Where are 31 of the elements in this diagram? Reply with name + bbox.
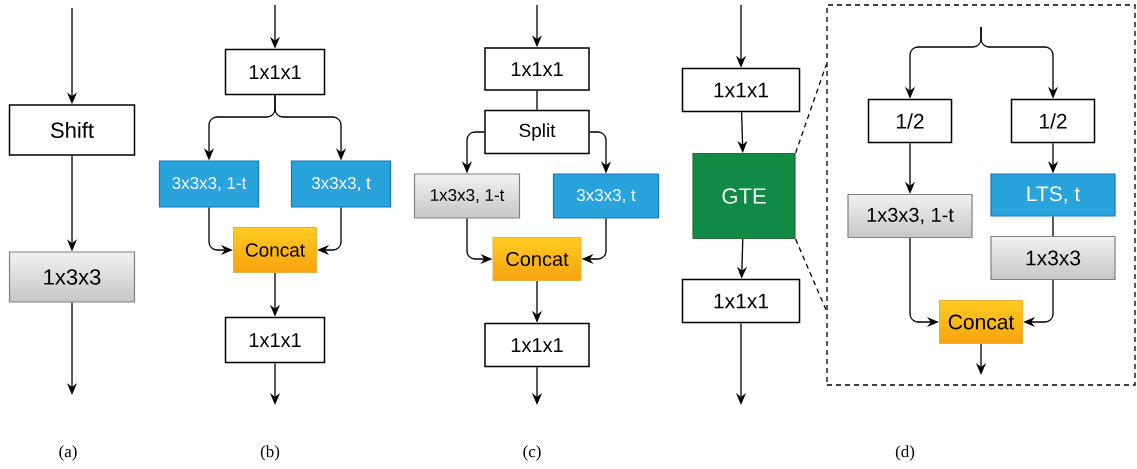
concat-box: Concat — [939, 300, 1023, 344]
dashed-line — [794, 63, 827, 154]
gte-box: GTE — [692, 152, 796, 240]
layer-box: 1x1x1 — [681, 278, 801, 324]
layer-box: 1x3x3 — [990, 235, 1116, 281]
panel-label: (a) — [59, 445, 77, 461]
connector-line — [1052, 215, 1054, 237]
layer-box: 1x3x3 — [8, 251, 136, 303]
layer-box: 3x3x3, 1-t — [158, 160, 260, 208]
layer-box: 1x1x1 — [681, 67, 801, 113]
concat-box: Concat — [492, 237, 582, 281]
layer-box: 1x1x1 — [484, 47, 590, 91]
layer-box: 1/2 — [867, 98, 953, 144]
panel-label: (b) — [260, 445, 280, 461]
layer-box: Shift — [8, 104, 136, 156]
layer-box: 1x1x1 — [484, 322, 590, 368]
connector-line — [536, 90, 538, 111]
dashed-line — [794, 238, 827, 312]
layer-box: 1/2 — [1010, 98, 1096, 144]
layer-box: 1x3x3, 1-t — [847, 193, 973, 239]
layer-box: Split — [484, 109, 590, 155]
layer-box: 1x3x3, 1-t — [413, 173, 521, 219]
concat-box: Concat — [233, 227, 317, 273]
dashed-region — [826, 4, 1136, 386]
panel-label: (c) — [523, 445, 541, 461]
layer-box: 1x1x1 — [224, 48, 326, 96]
layer-box: 1x1x1 — [224, 316, 326, 364]
layer-box: 3x3x3, t — [290, 160, 392, 208]
layer-box: 3x3x3, t — [552, 173, 660, 219]
panel-label: (d) — [895, 445, 915, 461]
layer-box: LTS, t — [990, 173, 1116, 217]
